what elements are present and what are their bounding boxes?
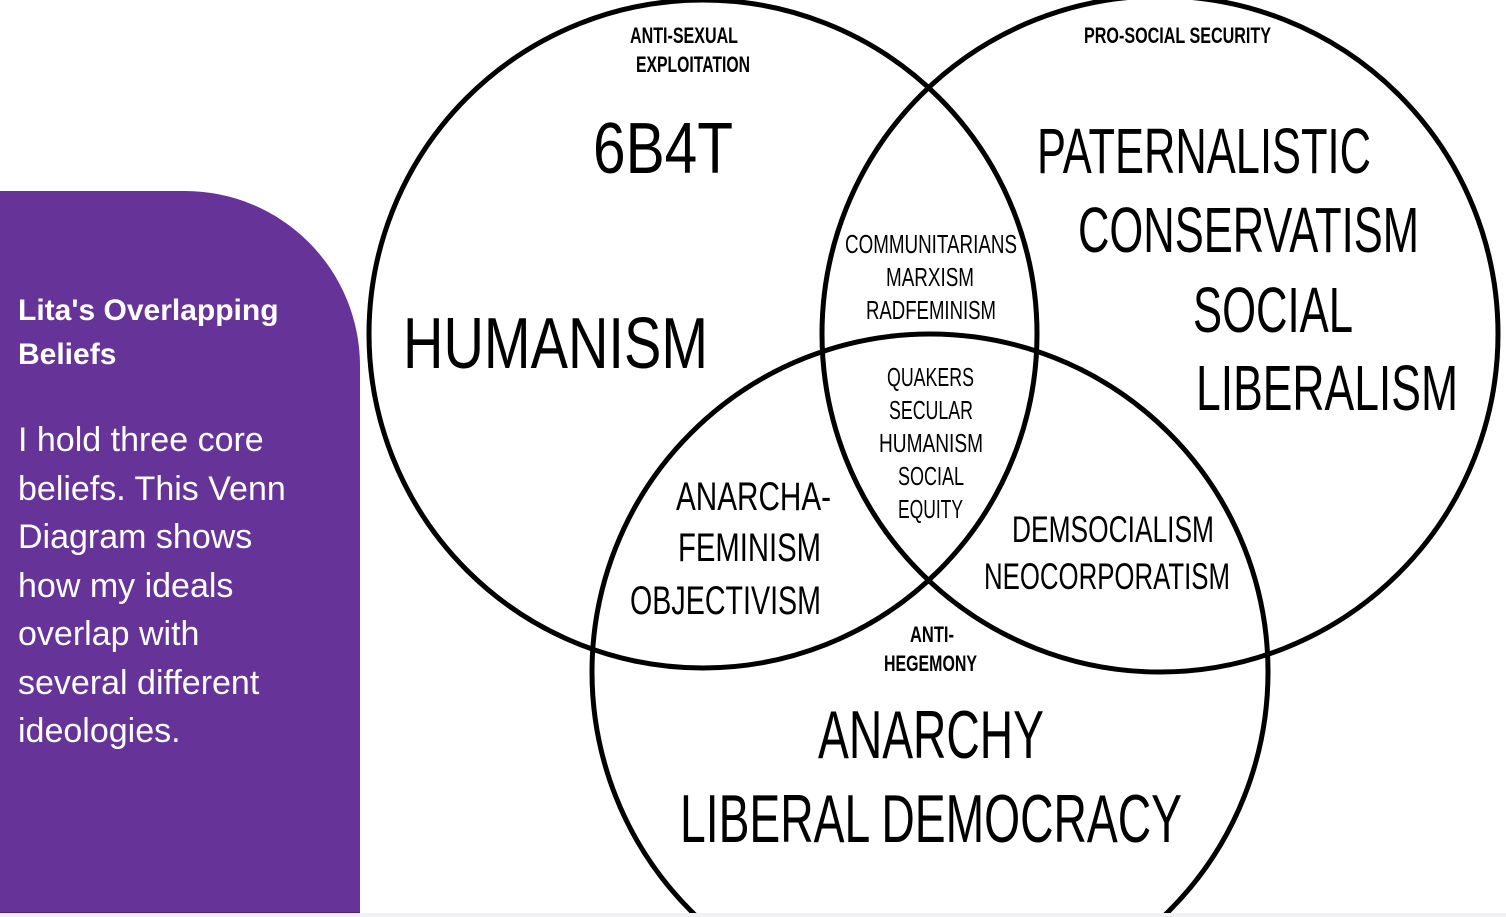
overlap-label: ANARCHA- [676, 475, 831, 519]
overlap-label: SOCIAL [898, 461, 964, 491]
overlap-label: COMMUNITARIANS [845, 229, 1017, 259]
overlap-label: NEOCORPORATISM [984, 556, 1230, 597]
bottom-circle-header: ANTI- HEGEMONY [884, 622, 977, 676]
overlap-label: EQUITY [898, 494, 963, 524]
bottom-circle [589, 331, 1271, 913]
card-description-line: ideologies. [18, 712, 181, 750]
overlap-label: RADFEMINISM [866, 295, 996, 325]
venn-circles [366, 0, 1501, 913]
page-bottom-edge [0, 913, 1506, 917]
belief-label: PATERNALISTIC [1037, 115, 1371, 187]
belief-label: ANARCHY [818, 697, 1044, 773]
overlap-label: FEMINISM [678, 526, 821, 570]
description-card: Lita's Overlapping Beliefs I hold three … [0, 191, 360, 913]
card-description-line: overlap with [18, 615, 200, 653]
belief-label: CONSERVATISM [1078, 194, 1419, 266]
card-description-line: I hold three core [18, 421, 264, 459]
right-circle-header: PRO-SOCIAL SECURITY [1084, 23, 1271, 48]
overlap-label: OBJECTIVISM [630, 579, 821, 623]
overlap-label: HUMANISM [879, 428, 983, 458]
card-description-line: beliefs. This Venn [18, 469, 286, 508]
left-circle-header: ANTI-SEXUAL EXPLOITATION [630, 23, 750, 77]
bottom-header-line: ANTI- [910, 622, 954, 647]
belief-label: SOCIAL [1193, 274, 1353, 346]
card-title: Lita's Overlapping Beliefs [18, 289, 338, 377]
right-bottom-overlap: DEMSOCIALISM NEOCORPORATISM [984, 509, 1230, 597]
overlap-label: DEMSOCIALISM [1012, 509, 1214, 550]
bottom-header-line: HEGEMONY [884, 651, 977, 676]
left-bottom-overlap: ANARCHA- FEMINISM OBJECTIVISM [630, 475, 831, 623]
all-three-overlap: QUAKERS SECULAR HUMANISM SOCIAL EQUITY [879, 362, 983, 524]
overlap-label: SECULAR [889, 395, 973, 425]
left-circle [366, 0, 1040, 671]
card-description-line: how my ideals [18, 566, 234, 605]
belief-label: LIBERAL DEMOCRACY [680, 781, 1182, 857]
card-description-line: several different [18, 663, 260, 702]
right-circle-items: PATERNALISTIC CONSERVATISM SOCIAL LIBERA… [1037, 115, 1458, 424]
left-header-line: ANTI-SEXUAL [630, 23, 738, 48]
overlap-label: MARXISM [886, 262, 974, 292]
left-header-line: EXPLOITATION [636, 52, 750, 77]
right-circle [819, 0, 1501, 675]
overlap-label: QUAKERS [887, 362, 974, 392]
card-title-line-1: Lita's Overlapping [18, 294, 279, 327]
right-header-line: PRO-SOCIAL SECURITY [1084, 23, 1271, 48]
belief-label: LIBERALISM [1196, 352, 1458, 424]
card-title-line-2: Beliefs [18, 338, 117, 371]
left-circle-items: 6B4T HUMANISM [403, 109, 733, 384]
left-right-overlap: COMMUNITARIANS MARXISM RADFEMINISM [845, 229, 1017, 325]
belief-label: 6B4T [593, 109, 733, 189]
card-description-line: Diagram shows [18, 518, 253, 556]
belief-label: HUMANISM [403, 304, 708, 384]
card-description: I hold three core beliefs. This Venn Dia… [18, 416, 338, 756]
bottom-circle-items: ANARCHY LIBERAL DEMOCRACY [680, 697, 1182, 857]
